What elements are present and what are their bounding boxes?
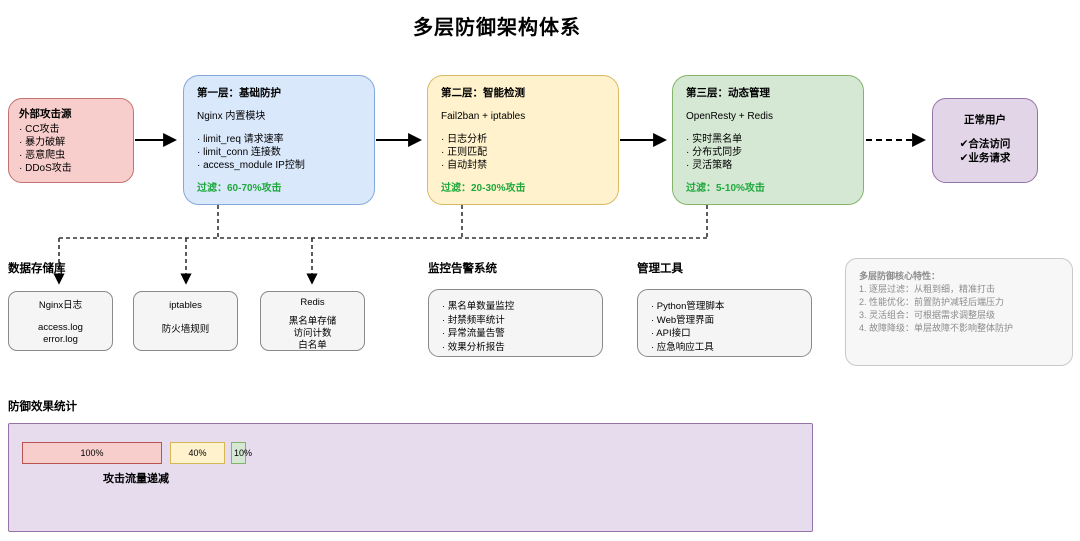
layer2-filter-rate: 过滤：20-30%攻击 — [441, 183, 526, 194]
attack-item: · CC攻击 — [19, 124, 60, 135]
note-item: 2. 性能优化：前置防护减轻后端压力 — [859, 297, 1005, 307]
attack-item: · 恶意爬虫 — [19, 150, 66, 161]
layer1-item: · limit_conn 连接数 — [197, 147, 281, 158]
redis-line: 白名单 — [298, 340, 327, 351]
layer1-filter-rate: 过滤：60-70%攻击 — [197, 183, 282, 194]
bar-10pct-label: 10% — [234, 448, 253, 458]
iptables-title: iptables — [169, 300, 202, 311]
tools-item: · Python管理脚本 — [651, 301, 725, 312]
layer1-item: · limit_req 请求速率 — [197, 134, 284, 145]
page-title: 多层防御架构体系 — [413, 17, 581, 39]
monitoring-item: · 封禁频率统计 — [442, 314, 505, 326]
stats-panel — [8, 423, 813, 532]
layer3-filter-rate: 过滤：5-10%攻击 — [686, 183, 765, 194]
note-title: 多层防御核心特性： — [859, 271, 941, 281]
iptables-line: 防火墙规则 — [161, 324, 210, 335]
layer2-title: 第二层：智能检测 — [441, 87, 525, 99]
storage-heading: 数据存储库 — [8, 263, 66, 275]
layer2-item: · 自动封禁 — [441, 160, 488, 171]
normal-user-title: 正常用户 — [964, 114, 1006, 126]
iptables-box: iptables 防火墙规则 — [133, 291, 238, 351]
layer2-subtitle: Fail2ban + iptables — [441, 111, 526, 122]
attack-decay-label: 攻击流量递减 — [103, 473, 169, 485]
redis-line: 黑名单存储 — [288, 316, 337, 327]
tools-item: · Web管理界面 — [651, 314, 715, 326]
bar-10pct: 10% — [231, 442, 252, 464]
attack-source-title: 外部攻击源 — [19, 108, 72, 120]
layer1-item: · access_module IP控制 — [197, 160, 305, 171]
nginx-log-title: Nginx日志 — [38, 300, 83, 311]
tools-box: · Python管理脚本 · Web管理界面 · API接口 · 应急响应工具 — [637, 289, 812, 357]
tools-heading: 管理工具 — [637, 263, 683, 275]
note-item: 1. 逐层过滤：从粗到细，精准打击 — [859, 284, 996, 294]
monitoring-item: · 效果分析报告 — [442, 341, 505, 353]
layer3-item: · 分布式同步 — [686, 147, 743, 158]
monitoring-heading: 监控告警系统 — [428, 263, 497, 275]
tools-item: · API接口 — [651, 328, 691, 339]
layer1-box: 第一层：基础防护 Nginx 内置模块 · limit_req 请求速率 · l… — [183, 75, 375, 205]
note-item: 3. 灵活组合：可根据需求调整层级 — [859, 310, 996, 320]
nginx-log-box: Nginx日志 access.log error.log — [8, 291, 113, 351]
bar-40pct: 40% — [170, 442, 225, 464]
note-item: 4. 故障降级：单层故障不影响整体防护 — [859, 323, 1014, 333]
normal-user-item: ✔合法访问 — [959, 138, 1011, 150]
redis-line: 访问计数 — [293, 328, 332, 339]
attack-source-box: 外部攻击源 · CC攻击 · 暴力破解 · 恶意爬虫 · DDoS攻击 — [8, 98, 134, 183]
redis-title: Redis — [300, 297, 325, 308]
stats-heading: 防御效果统计 — [8, 401, 77, 413]
bar-100pct: 100% — [22, 442, 162, 464]
redis-box: Redis 黑名单存储 访问计数 白名单 — [260, 291, 365, 351]
monitoring-item: · 黑名单数量监控 — [442, 301, 515, 312]
layer3-box: 第三层：动态管理 OpenResty + Redis · 实时黑名单 · 分布式… — [672, 75, 864, 205]
layer2-item: · 正则匹配 — [441, 147, 488, 158]
layer3-item: · 实时黑名单 — [686, 134, 743, 145]
nginx-log-line: error.log — [43, 334, 78, 345]
layer2-item: · 日志分析 — [441, 134, 488, 145]
normal-user-item: ✔业务请求 — [959, 152, 1011, 164]
layer3-item: · 灵活策略 — [686, 160, 733, 171]
layer1-subtitle: Nginx 内置模块 — [197, 111, 266, 122]
layer3-subtitle: OpenResty + Redis — [686, 111, 773, 122]
attack-item: · 暴力破解 — [19, 137, 66, 148]
attack-item: · DDoS攻击 — [19, 163, 72, 174]
layer1-title: 第一层：基础防护 — [197, 87, 281, 99]
core-features-note: 多层防御核心特性： 1. 逐层过滤：从粗到细，精准打击 2. 性能优化：前置防护… — [845, 258, 1073, 366]
nginx-log-line: access.log — [38, 322, 83, 333]
normal-user-box: 正常用户 ✔合法访问 ✔业务请求 — [932, 98, 1038, 183]
monitoring-box: · 黑名单数量监控 · 封禁频率统计 · 异常流量告警 · 效果分析报告 — [428, 289, 603, 357]
monitoring-item: · 异常流量告警 — [442, 328, 505, 339]
tools-item: · 应急响应工具 — [651, 341, 714, 353]
layer2-box: 第二层：智能检测 Fail2ban + iptables · 日志分析 · 正则… — [427, 75, 619, 205]
layer3-title: 第三层：动态管理 — [686, 87, 770, 99]
